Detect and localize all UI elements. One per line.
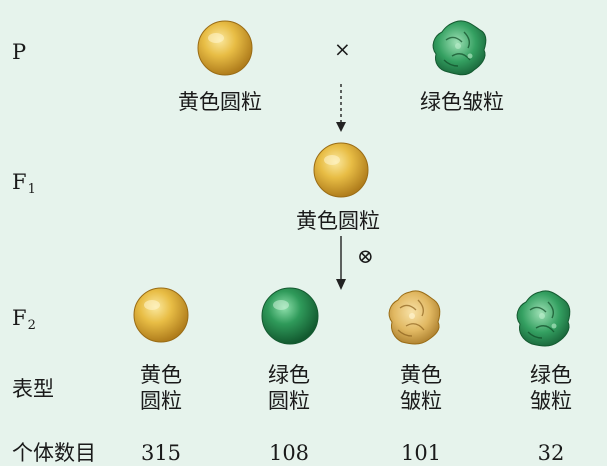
cross-symbol: × <box>334 37 351 61</box>
parent-yellow-round-seed <box>197 20 253 76</box>
parent-1-label: 黄色圆粒 <box>178 90 262 114</box>
parent-green-wrinkled-seed <box>432 20 487 76</box>
generation-f2-label: F2 <box>12 306 36 333</box>
count-yellow-round: 315 <box>140 441 182 465</box>
count-yellow-wrinkled: 101 <box>400 441 442 465</box>
generation-f1-label: F1 <box>12 170 36 197</box>
f2-yellow-wrinkled-seed <box>388 290 441 345</box>
count-green-round: 108 <box>268 441 310 465</box>
phenotype-green-wrinkled: 绿色皱粒 <box>530 363 572 413</box>
selfing-symbol: ⊗ <box>357 244 374 268</box>
phenotype-header: 表型 <box>12 377 54 401</box>
generation-p-label: P <box>12 40 27 64</box>
phenotype-yellow-round: 黄色圆粒 <box>140 363 182 413</box>
f2-yellow-round-seed <box>133 287 189 343</box>
f2-green-wrinkled-seed <box>516 290 571 347</box>
count-header: 个体数目 <box>12 441 96 465</box>
phenotype-green-round: 绿色圆粒 <box>268 363 310 413</box>
selfing-arrow-head <box>336 279 346 290</box>
cross-arrow-head <box>336 122 346 132</box>
parent-2-label: 绿色皱粒 <box>420 90 504 114</box>
phenotype-yellow-wrinkled: 黄色皱粒 <box>400 363 442 413</box>
f1-yellow-round-seed <box>313 142 369 198</box>
f2-green-round-seed <box>261 287 319 345</box>
count-green-wrinkled: 32 <box>537 441 565 465</box>
f1-label: 黄色圆粒 <box>296 209 380 233</box>
